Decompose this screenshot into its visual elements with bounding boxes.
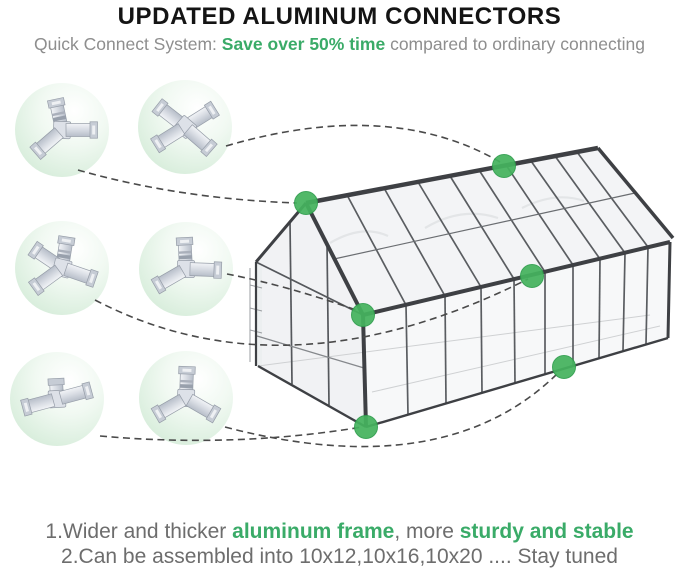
footer-line1-prefix: 1.Wider and thicker <box>45 520 233 543</box>
connector-bubble-cross-4way-top-right <box>138 80 232 174</box>
joint-marker-peak <box>294 191 318 215</box>
subtitle-highlight: Save over 50% time <box>221 34 386 54</box>
footer-line1-middle: , more <box>394 520 460 543</box>
main-frame <box>254 145 675 429</box>
callout-link-4 <box>226 273 360 312</box>
footer: 1.Wider and thicker aluminum frame, more… <box>0 519 679 569</box>
wall-mullions <box>405 246 649 416</box>
footer-highlight-sturdy: sturdy and stable <box>459 520 634 543</box>
connector-bubble-corner-3way-top-left <box>15 83 109 177</box>
joint-marker-eave-left <box>351 303 375 327</box>
subtitle: Quick Connect System: Save over 50% time… <box>0 33 679 55</box>
joint-marker-eave-right <box>520 264 544 288</box>
callout-links <box>77 124 561 448</box>
connector-bubble-corner-3way-bottom-right <box>139 351 233 445</box>
joint-marker-ridge <box>492 154 516 178</box>
subtitle-prefix: Quick Connect System: <box>34 34 222 54</box>
callout-link-5 <box>99 426 363 442</box>
interior-lines <box>257 314 661 393</box>
page-title: UPDATED ALUMINUM CONNECTORS <box>117 3 562 30</box>
callout-link-1 <box>77 169 298 204</box>
connector-bubble-tee-2way-bottom-left <box>10 352 104 446</box>
connector-bubble-tee-3way-mid-right <box>139 222 233 316</box>
roof-purlin <box>333 192 636 260</box>
header: UPDATED ALUMINUM CONNECTORS Quick Connec… <box>0 3 679 55</box>
callout-link-6 <box>224 370 561 448</box>
callout-link-2 <box>225 124 501 163</box>
glass-reflections <box>329 196 585 244</box>
joint-markers <box>294 154 576 439</box>
footer-highlight-aluminum-frame: aluminum frame <box>232 520 395 543</box>
joint-marker-base-left <box>354 415 378 439</box>
connector-bubble-cross-4way-mid-left <box>15 221 109 315</box>
callout-link-3 <box>94 278 529 347</box>
roof-rafters <box>346 151 649 306</box>
footer-line-2: 2.Can be assembled into 10x12,10x16,10x2… <box>61 545 618 568</box>
footer-line-1: 1.Wider and thicker aluminum frame, more… <box>0 519 679 544</box>
subtitle-suffix: compared to ordinary connecting <box>385 34 645 54</box>
greenhouse-illustration <box>249 145 675 429</box>
joint-marker-base-right <box>552 355 576 379</box>
